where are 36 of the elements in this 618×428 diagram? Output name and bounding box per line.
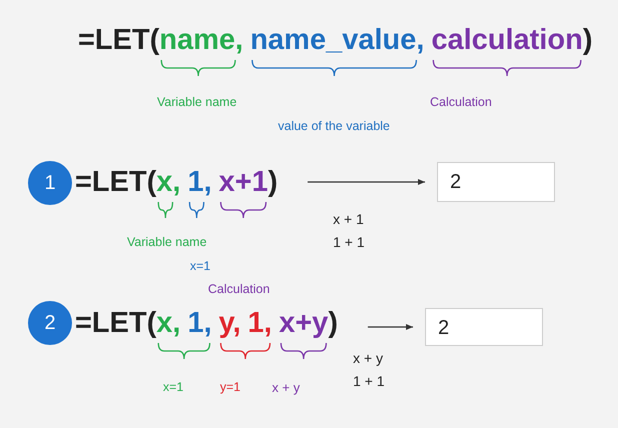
step-number-badge: 2 — [28, 301, 72, 345]
formula-text: ) — [268, 165, 278, 200]
formula-text: name_value, — [250, 23, 424, 58]
calculation-step-text: x + 1 — [333, 211, 364, 227]
annotation-text: Variable name — [157, 95, 237, 109]
formula-text: x+1 — [218, 165, 268, 200]
annotation-text: x=1 — [163, 380, 184, 394]
formula-text: x+y — [278, 306, 328, 341]
formula-text: 1, — [248, 306, 272, 341]
formula-text: =LET( — [78, 23, 160, 58]
formula-text: =LET( — [75, 165, 156, 200]
result-box: 2 — [425, 308, 543, 346]
formula-text: name, — [159, 23, 244, 58]
annotation-text: Calculation — [430, 95, 492, 109]
arrow — [368, 324, 413, 330]
annotation-text: Calculation — [208, 282, 270, 296]
calculation-step-text: x + y — [353, 350, 383, 366]
formula-text: y, — [218, 306, 241, 341]
formula-text: x, — [156, 306, 181, 341]
result-box: 2 — [437, 162, 555, 202]
formula-text: x, — [156, 165, 181, 200]
annotation-text: y=1 — [220, 380, 241, 394]
formula-text: 1, — [188, 165, 212, 200]
calculation-step-text: 1 + 1 — [333, 234, 365, 250]
step-number-badge: 1 — [28, 161, 72, 205]
formula-text: ) — [328, 306, 338, 341]
formula-text: 1, — [188, 306, 212, 341]
annotation-text: value of the variable — [278, 119, 390, 133]
formula-text: calculation — [431, 23, 583, 58]
annotation-text: Variable name — [127, 235, 207, 249]
formula-text: ) — [582, 23, 592, 58]
arrow — [308, 179, 425, 185]
annotation-text: x + y — [272, 380, 300, 395]
calculation-step-text: 1 + 1 — [353, 373, 385, 389]
formula-text: =LET( — [75, 306, 156, 341]
annotation-text: x=1 — [190, 259, 211, 273]
